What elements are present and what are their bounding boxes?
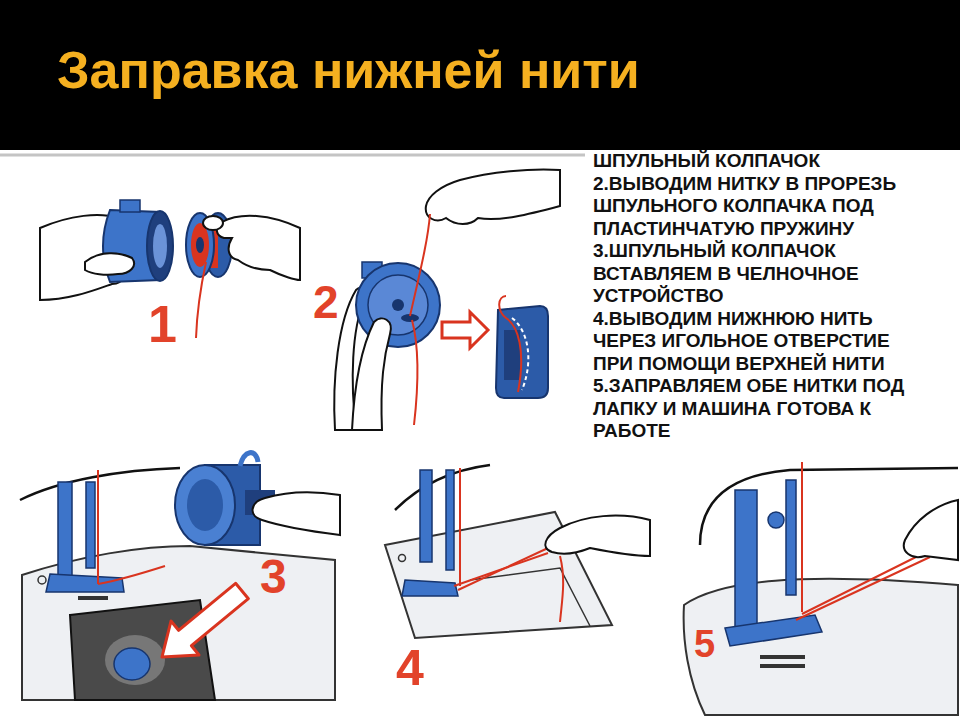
- needle-plate: [38, 576, 46, 584]
- presser-foot: [78, 596, 108, 600]
- hand-illustration: [85, 253, 134, 275]
- shuttle-opening: [114, 648, 150, 680]
- presser-foot: [402, 580, 458, 596]
- bobbin: [191, 223, 209, 267]
- thread: [97, 470, 99, 584]
- bobbin-case: [240, 453, 258, 466]
- bobbin-case: [187, 479, 223, 531]
- shuttle-opening: [105, 635, 165, 685]
- presser-foot: [725, 615, 822, 646]
- direction-arrow: [442, 312, 488, 348]
- needle-bar: [786, 480, 796, 595]
- thread: [560, 556, 563, 622]
- bobbin-case: [147, 211, 173, 281]
- thread: [499, 296, 521, 392]
- thread: [802, 550, 930, 614]
- needle-plate: [684, 579, 958, 715]
- thread: [801, 462, 803, 612]
- machine-arm: [395, 465, 490, 510]
- bobbin-case: [496, 306, 548, 398]
- hand-illustration: [352, 318, 391, 430]
- callout-number: 2: [313, 279, 339, 325]
- callout-number: 1: [148, 298, 177, 350]
- thread: [412, 320, 418, 425]
- direction-arrow: [442, 312, 488, 348]
- thread: [499, 296, 521, 392]
- thread: [98, 566, 165, 584]
- instruction-list: ШПУЛЬНЫЙ КОЛПАЧОК2.ВЫВОДИМ НИТКУ В ПРОРЕ…: [593, 150, 925, 443]
- bobbin-case: [175, 465, 235, 545]
- thread: [454, 553, 548, 586]
- instruction-text: 5.ЗАПРАВЛЯЕМ ОБЕ НИТКИ ПОД ЛАПКУ И МАШИН…: [593, 375, 925, 443]
- bobbin-case: [153, 224, 167, 268]
- hand-illustration: [217, 216, 300, 280]
- needle-plate: [760, 664, 805, 668]
- needle-plate: [684, 579, 958, 715]
- needle-bar: [58, 482, 72, 578]
- machine-arm: [395, 465, 490, 510]
- presser-foot: [402, 580, 458, 596]
- hand-illustration: [904, 500, 958, 560]
- hand-illustration: [203, 216, 300, 280]
- slide-title: Заправка нижней нити: [57, 44, 640, 96]
- needle-plate: [399, 555, 406, 562]
- thread: [196, 262, 206, 338]
- needle-bar: [768, 512, 784, 528]
- presser-foot: [725, 615, 822, 646]
- needle-bar: [86, 482, 95, 568]
- hand-illustration: [545, 516, 650, 556]
- instruction-text: 3.ШПУЛЬНЫЙ КОЛПАЧОК ВСТАВЛЯЕМ В ЧЕЛНОЧНО…: [593, 240, 925, 308]
- instruction-text: 2.ВЫВОДИМ НИТКУ В ПРОРЕЗЬ ШПУЛЬНОГО КОЛП…: [593, 173, 925, 241]
- needle-bar: [446, 470, 454, 570]
- callout-number: 5: [694, 625, 715, 663]
- presser-foot: [46, 574, 124, 600]
- thread: [196, 262, 206, 338]
- hand-illustration: [253, 492, 340, 535]
- machine-arm: [20, 468, 180, 500]
- hand-illustration: [904, 500, 958, 560]
- needle-bar: [420, 470, 432, 562]
- needle-bar: [420, 470, 454, 570]
- bobbin-case: [496, 306, 548, 398]
- hand-illustration: [85, 253, 134, 275]
- bobbin: [196, 237, 204, 253]
- direction-arrow: [162, 583, 248, 657]
- bobbin-case: [120, 200, 140, 212]
- needle-bar: [735, 480, 796, 632]
- hand-illustration: [426, 169, 560, 224]
- direction-arrow: [162, 583, 248, 657]
- divider-line: [0, 155, 585, 156]
- presser-foot: [46, 574, 124, 592]
- instruction-text: ШПУЛЬНЫЙ КОЛПАЧОК: [593, 150, 925, 173]
- hand-illustration: [352, 318, 391, 430]
- hand-illustration: [203, 216, 223, 230]
- needle-plate: [760, 655, 805, 659]
- divider-line: [0, 154, 585, 157]
- instruction-text: 4.ВЫВОДИМ НИЖНЮЮ НИТЬ ЧЕРЕЗ ИГОЛЬНОЕ ОТВ…: [593, 308, 925, 376]
- title-band: [0, 0, 960, 150]
- hand-illustration: [545, 516, 650, 556]
- thread: [410, 214, 430, 425]
- needle-bar: [735, 490, 757, 632]
- needle-bar: [58, 482, 95, 578]
- thread: [796, 557, 930, 620]
- thread: [459, 468, 461, 586]
- title-band: [0, 0, 960, 150]
- hand-illustration: [253, 492, 340, 535]
- thread: [98, 470, 165, 584]
- hand-illustration: [426, 169, 560, 224]
- callout-number: 3: [260, 553, 287, 601]
- callout-number: 4: [396, 643, 424, 693]
- bobbin-case: [392, 299, 404, 311]
- thread: [410, 214, 430, 316]
- machine-arm: [20, 468, 180, 500]
